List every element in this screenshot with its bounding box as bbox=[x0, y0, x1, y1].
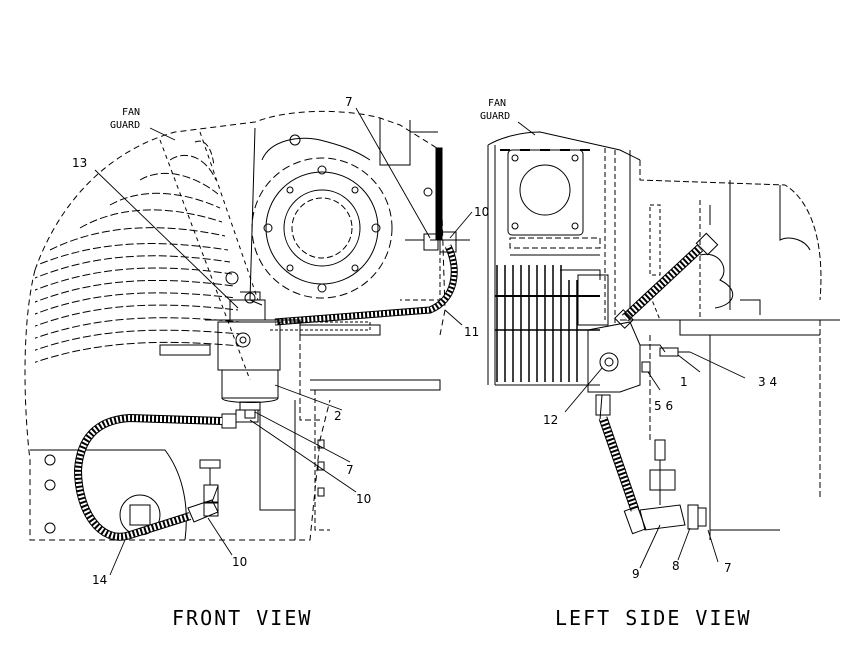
left-side-view-drawing bbox=[487, 121, 840, 569]
callout-1: 1 bbox=[680, 375, 688, 389]
callout-10-top: 10 bbox=[474, 205, 489, 219]
callout-12: 12 bbox=[543, 413, 558, 427]
side-fan-guard-label-line2: GUARD bbox=[480, 111, 510, 122]
front-view-drawing bbox=[24, 107, 473, 576]
callout-2: 2 bbox=[334, 409, 342, 423]
side-fan-guard-label-line1: FAN bbox=[488, 98, 506, 109]
callout-3-4: 3 4 bbox=[758, 375, 777, 389]
fan-guard-hatching bbox=[35, 131, 259, 381]
callout-14: 14 bbox=[92, 573, 107, 587]
left-side-view-labels: FAN GUARD 1 3 4 5 6 12 9 8 7 LEFT SIDE V… bbox=[480, 98, 777, 630]
front-view-caption: FRONT VIEW bbox=[172, 606, 312, 630]
front-view-labels: FAN GUARD 13 7 10 11 2 7 10 10 14 FRONT … bbox=[72, 95, 489, 630]
front-fan-guard-label-line2: GUARD bbox=[110, 120, 140, 131]
callout-10-mid: 10 bbox=[356, 492, 371, 506]
callout-13: 13 bbox=[72, 156, 87, 170]
callout-5-6: 5 6 bbox=[654, 399, 673, 413]
callout-8: 8 bbox=[672, 559, 680, 573]
callout-7-top: 7 bbox=[345, 95, 353, 109]
left-side-view-caption: LEFT SIDE VIEW bbox=[555, 606, 752, 630]
callout-10-bottom: 10 bbox=[232, 555, 247, 569]
front-fan-guard-label-line1: FAN bbox=[122, 107, 140, 118]
callout-9: 9 bbox=[632, 567, 640, 581]
callout-7-side: 7 bbox=[724, 561, 732, 575]
callout-7-mid: 7 bbox=[346, 463, 354, 477]
callout-11: 11 bbox=[464, 325, 479, 339]
cooling-fins bbox=[496, 265, 578, 382]
